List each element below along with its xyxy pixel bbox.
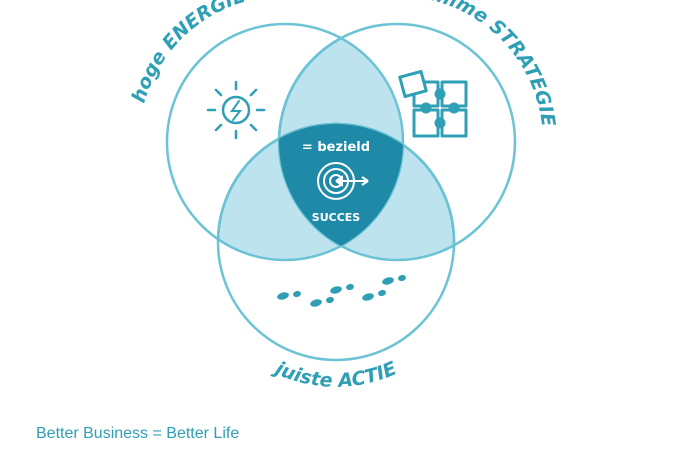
target-arrow-icon bbox=[317, 162, 369, 200]
label-actie: juiste ACTIE bbox=[269, 356, 399, 392]
sun-energy-icon bbox=[206, 80, 266, 140]
svg-text:hoge ENERGIE: hoge ENERGIE bbox=[128, 0, 249, 105]
circle-energie bbox=[165, 22, 405, 262]
center-region bbox=[279, 124, 403, 260]
center-bottom-text: SUCCES bbox=[312, 211, 361, 224]
puzzle-icon bbox=[398, 69, 468, 138]
svg-text:juiste ACTIE: juiste ACTIE bbox=[269, 356, 399, 392]
center-top-text: = bezield bbox=[302, 140, 370, 155]
tagline: Better Business = Better Life bbox=[36, 425, 240, 442]
label-energie: hoge ENERGIE bbox=[128, 0, 249, 105]
footsteps-icon bbox=[277, 274, 406, 307]
